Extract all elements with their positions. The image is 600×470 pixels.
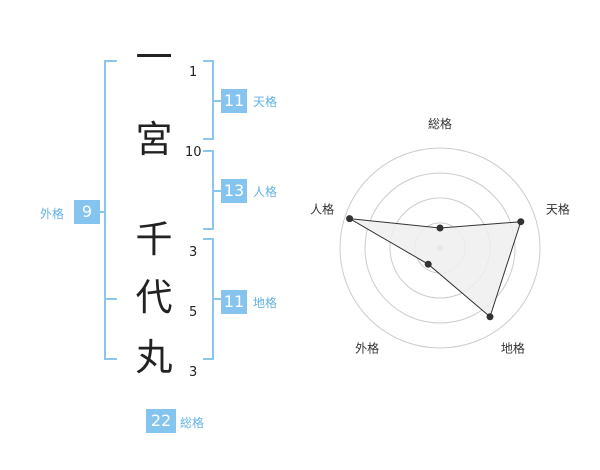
- stroke-count-3: 3: [189, 245, 198, 260]
- radar-axis-label-1: 総格: [428, 116, 452, 131]
- soukaku-value-badge: 22: [146, 409, 176, 433]
- name-char-3: 千: [135, 218, 173, 261]
- name-char-4: 代: [135, 276, 173, 319]
- tenkaku-value-badge: 11: [221, 89, 247, 113]
- gaikaku-label: 外格: [40, 207, 65, 221]
- stroke-count-4: 5: [189, 305, 198, 320]
- radar-axis-label-4: 外格: [355, 340, 379, 355]
- radar-ring-4: [339, 147, 541, 349]
- radar-point-4: [424, 260, 432, 268]
- name-char-1: 一: [135, 36, 173, 79]
- gaikaku-connector: [96, 211, 106, 213]
- chikaku-value-badge: 11: [221, 290, 247, 314]
- tenkaku-label: 天格: [253, 95, 278, 109]
- stroke-count-1: 1: [189, 65, 198, 80]
- jinkaku-value-badge: 13: [221, 179, 247, 203]
- jinkaku-connector: [213, 190, 222, 192]
- name-char-2: 宮: [135, 118, 173, 161]
- stroke-count-5: 3: [189, 365, 198, 380]
- name-char-5: 丸: [135, 336, 173, 379]
- jinkaku-label: 人格: [253, 185, 278, 199]
- stroke-count-2: 10: [185, 145, 202, 160]
- radar-axis-label-3: 地格: [501, 340, 525, 355]
- chikaku-connector: [213, 298, 222, 300]
- chikaku-label: 地格: [253, 296, 278, 310]
- radar-point-1: [436, 224, 444, 232]
- gaikaku-value-badge: 9: [74, 200, 100, 224]
- radar-value-polygon: [349, 218, 522, 318]
- tenkaku-connector: [213, 100, 222, 102]
- gaikaku-bracket-mid-tick: [104, 298, 117, 300]
- radar-axis-label-5: 人格: [310, 202, 334, 217]
- radar-point-3: [486, 313, 494, 321]
- soukaku-label: 総格: [180, 416, 205, 430]
- radar-ring-3: [364, 172, 516, 324]
- radar-axis-label-2: 天格: [546, 202, 570, 217]
- gaikaku-bracket: [104, 60, 117, 360]
- radar-point-2: [517, 218, 525, 226]
- radar-point-5: [346, 215, 354, 223]
